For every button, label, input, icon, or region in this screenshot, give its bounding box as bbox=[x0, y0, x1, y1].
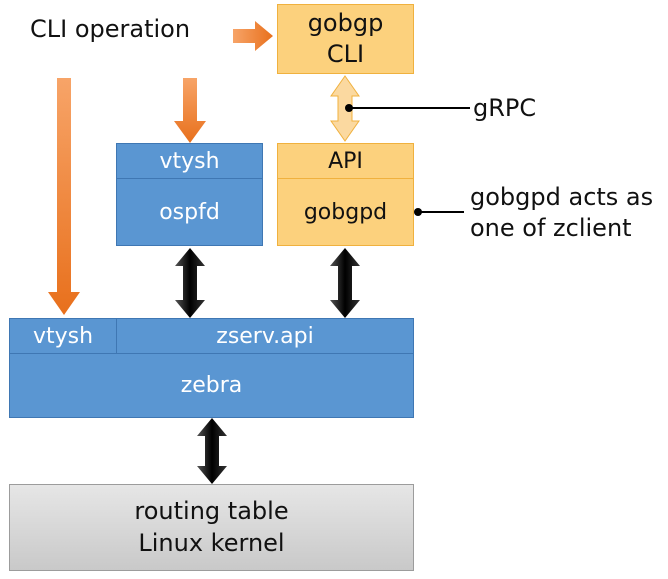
gobgpd-note-line1: gobgpd acts as bbox=[470, 183, 654, 211]
api-box: API bbox=[277, 143, 414, 179]
ospf-vtysh-label: vtysh bbox=[159, 148, 220, 174]
grpc-label: gRPC bbox=[473, 94, 537, 122]
ospfd-zserv-arrow bbox=[175, 248, 205, 318]
grpc-callout-dot bbox=[345, 104, 353, 112]
cli-to-gobgp-arrow bbox=[233, 21, 273, 51]
gobgpd-note-line2: one of zclient bbox=[470, 213, 632, 242]
zebra-vtysh-box: vtysh bbox=[9, 318, 117, 354]
ospfd-label: ospfd bbox=[159, 199, 220, 225]
api-label: API bbox=[328, 148, 363, 174]
linux-kernel-label: Linux kernel bbox=[138, 528, 285, 557]
zebra-kernel-arrow bbox=[197, 418, 227, 484]
gobgp-cli-line1: gobgp bbox=[307, 8, 384, 37]
kernel-box: routing table Linux kernel bbox=[9, 484, 414, 571]
routing-table-label: routing table bbox=[134, 497, 289, 526]
gobgp-cli-box: gobgp CLI bbox=[277, 4, 414, 74]
zserv-api-label: zserv.api bbox=[216, 323, 314, 349]
cli-to-ospf-vtysh-arrow bbox=[174, 78, 206, 143]
gobgpd-note: gobgpd acts as one of zclient bbox=[470, 182, 653, 243]
gobgpd-callout-dot bbox=[414, 208, 422, 216]
zebra-box: zebra bbox=[9, 353, 414, 418]
cli-to-zebra-vtysh-arrow bbox=[48, 78, 80, 315]
gobgp-cli-line2: CLI bbox=[326, 40, 365, 68]
ospf-vtysh-box: vtysh bbox=[116, 143, 263, 179]
zebra-label: zebra bbox=[180, 373, 243, 398]
ospfd-box: ospfd bbox=[116, 178, 263, 246]
gobgpd-label: gobgpd bbox=[303, 199, 388, 225]
cli-operation-label: CLI operation bbox=[30, 15, 191, 43]
grpc-double-arrow bbox=[330, 75, 360, 142]
gobgpd-zserv-arrow bbox=[330, 248, 360, 318]
gobgpd-box: gobgpd bbox=[277, 178, 414, 246]
zserv-api-box: zserv.api bbox=[116, 318, 414, 354]
zebra-vtysh-label: vtysh bbox=[32, 323, 94, 349]
